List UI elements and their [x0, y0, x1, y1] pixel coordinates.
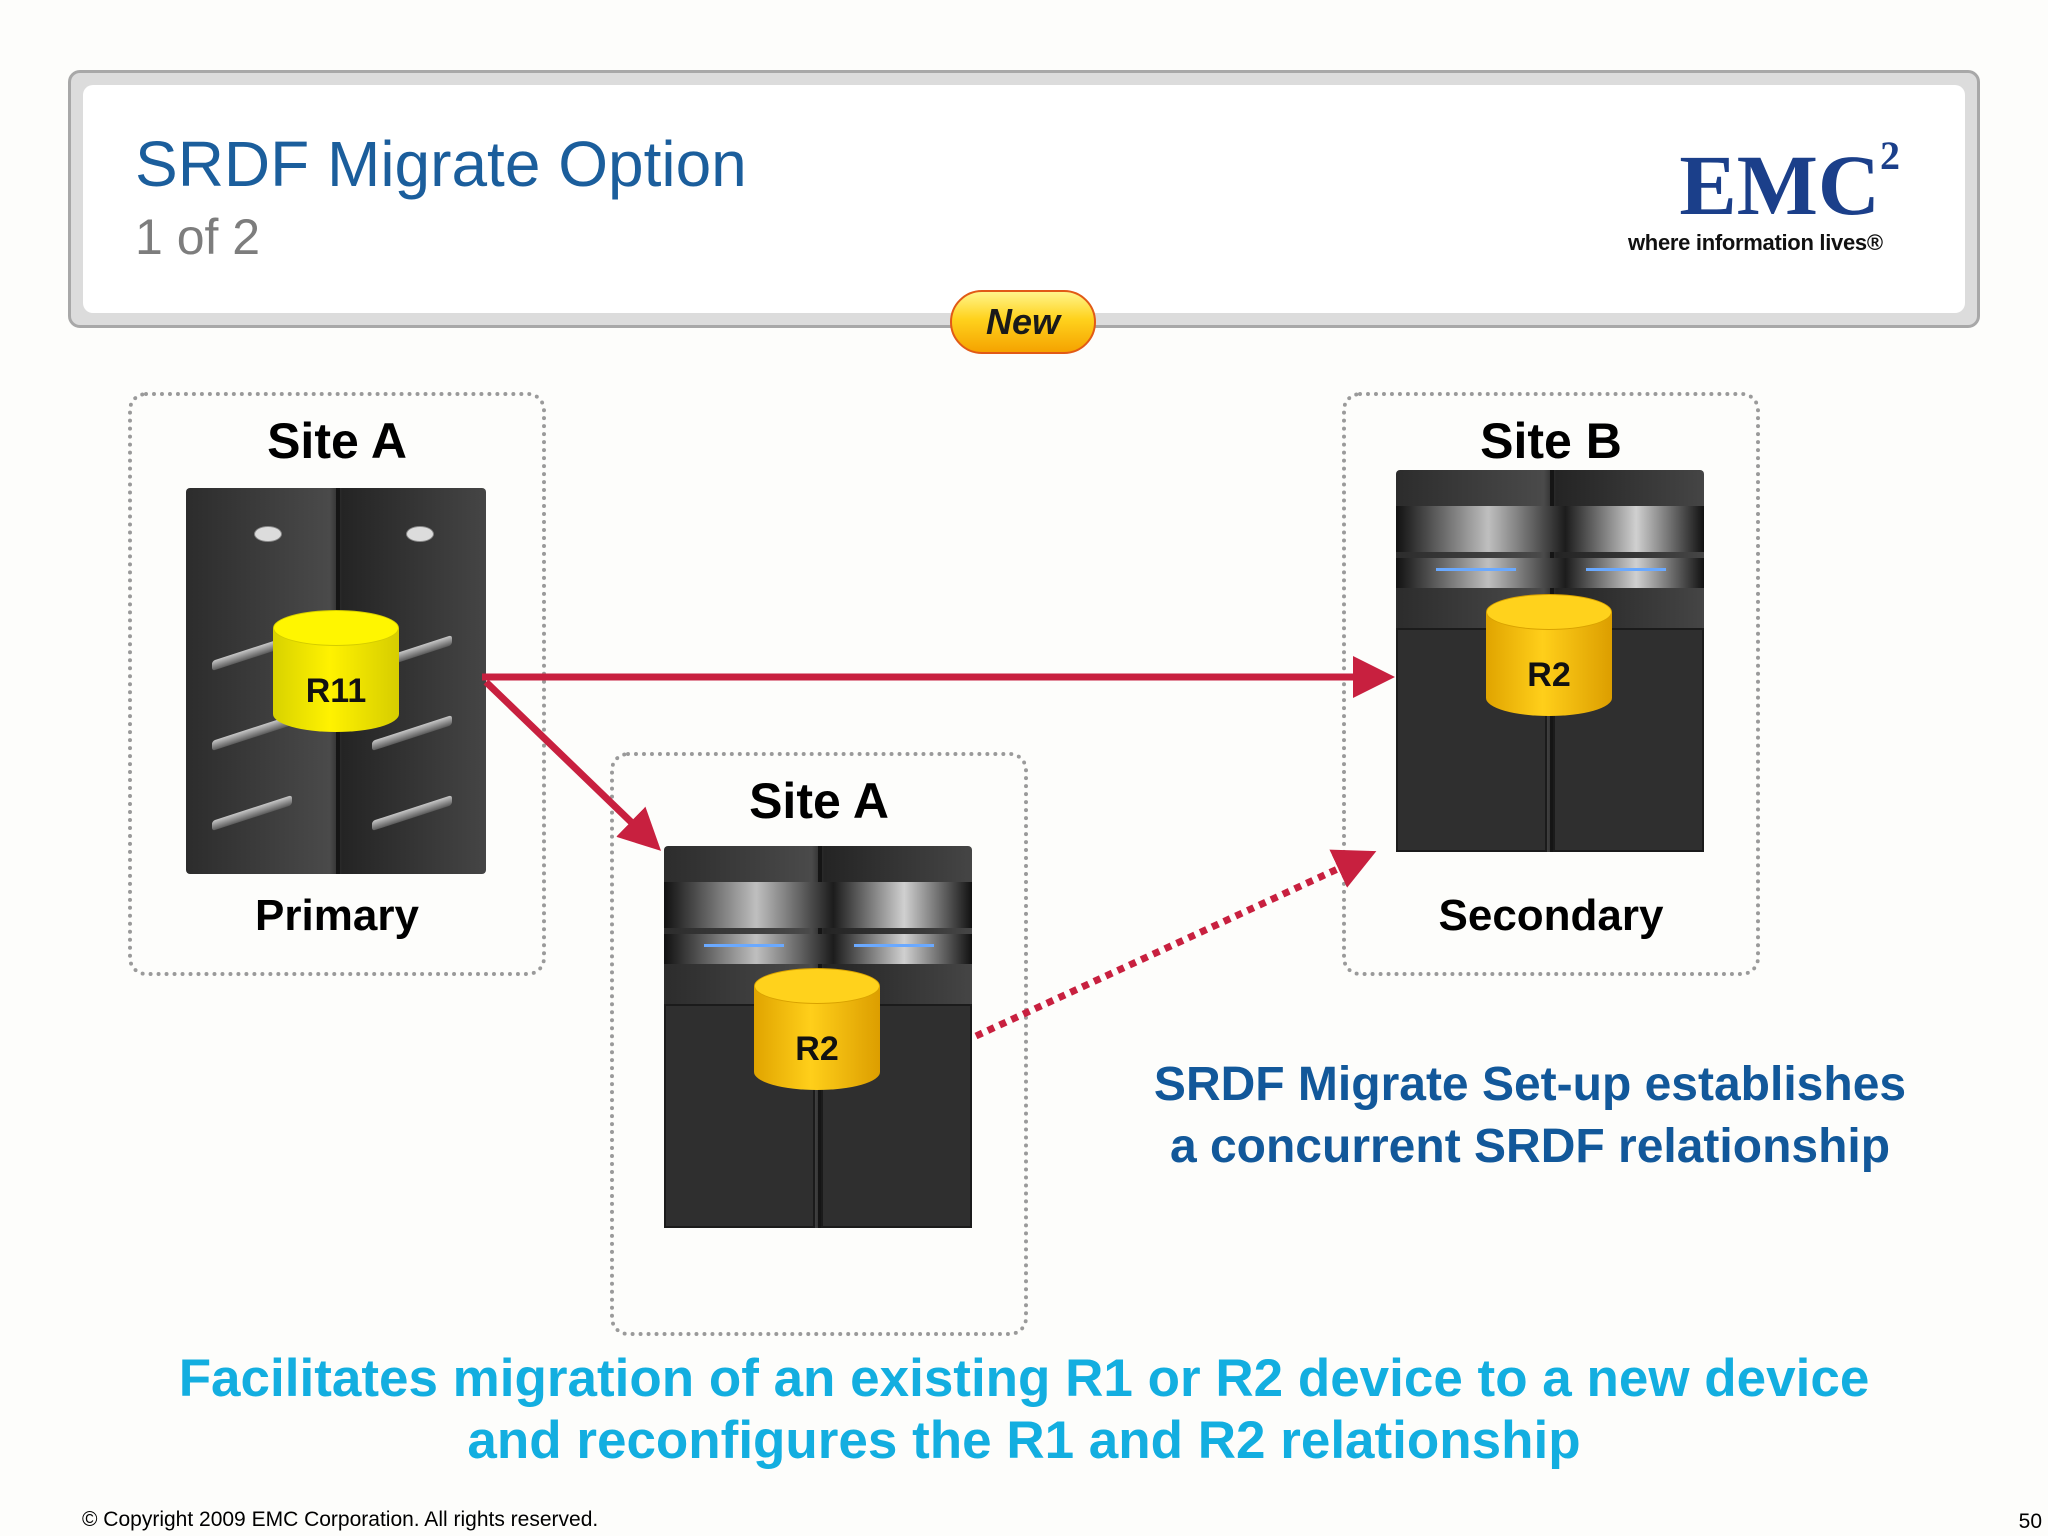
device-cylinder-r2-new: R2: [754, 968, 880, 1108]
title-panel: [68, 70, 1980, 328]
device-cylinder-r11: R11: [273, 610, 399, 750]
cabinet-stripe: [704, 944, 784, 947]
migrate-setup-callout: SRDF Migrate Set-up establishes a concur…: [1100, 1054, 1960, 1178]
slide-title: SRDF Migrate Option: [135, 128, 747, 200]
callout-line-1: SRDF Migrate Set-up establishes: [1153, 1058, 1907, 1111]
cabinet-band: [664, 882, 972, 928]
site-box-secondary: Site B Secondary: [1342, 392, 1760, 976]
page-number: 50: [2018, 1510, 2042, 1533]
site-label-primary: Site A: [267, 413, 407, 469]
device-label-r2-secondary: R2: [1527, 656, 1571, 694]
cabinet-band: [1396, 558, 1704, 588]
role-label-primary: Primary: [255, 891, 419, 940]
site-box-new-device: Site A: [610, 752, 1028, 1336]
cabinet-stripe: [1436, 568, 1516, 571]
callout-line-2: a concurrent SRDF relationship: [1169, 1120, 1891, 1173]
cabinet-band: [1396, 506, 1704, 552]
emc-badge-icon: [406, 526, 434, 542]
summary-line-1: Facilitates migration of an existing R1 …: [178, 1349, 1870, 1408]
role-label-secondary: Secondary: [1438, 891, 1664, 940]
site-label-new-device: Site A: [749, 773, 889, 829]
site-label-secondary: Site B: [1480, 413, 1622, 469]
cabinet-stripe: [854, 944, 934, 947]
emc-badge-icon: [254, 526, 282, 542]
emc-logo: EMC2 where information lives®: [1628, 133, 1910, 262]
emc-logo-mark: EMC2: [1679, 133, 1900, 233]
srdf-link-primary-to-new-device: [483, 679, 662, 851]
emc-logo-superscript: 2: [1880, 133, 1900, 178]
slide-subtitle: 1 of 2: [135, 209, 261, 265]
device-label-r11: R11: [305, 672, 367, 710]
copyright-notice: © Copyright 2009 EMC Corporation. All ri…: [82, 1508, 599, 1531]
site-box-primary: Site A Primary: [128, 392, 546, 976]
title-panel-inner: [83, 85, 1965, 313]
emc-logo-tagline: where information lives®: [1628, 230, 1883, 255]
srdf-link-new-device-to-secondary: [974, 849, 1377, 1040]
device-cylinder-r2-secondary: R2: [1486, 594, 1612, 734]
cabinet-band: [664, 934, 972, 964]
summary-line-2: and reconfigures the R1 and R2 relations…: [467, 1411, 1581, 1470]
device-label-r2-new: R2: [795, 1030, 839, 1068]
cabinet-stripe: [1586, 568, 1666, 571]
new-badge: New: [950, 290, 1096, 354]
